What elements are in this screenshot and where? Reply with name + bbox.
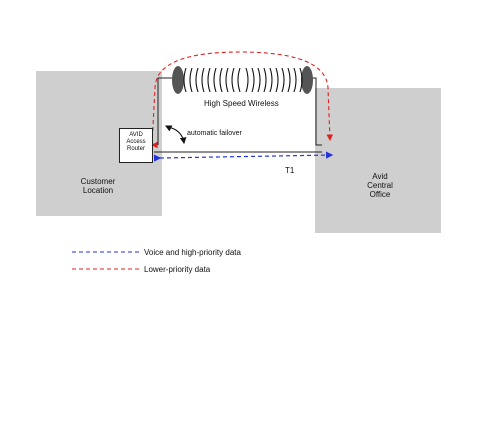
legend-voice-label: Voice and high-priority data <box>144 248 241 257</box>
lower-priority-path <box>151 51 334 146</box>
central-office-block <box>315 88 441 233</box>
radio-waves-icon <box>183 67 303 93</box>
right-dish-icon <box>301 66 313 94</box>
wireless-link-line <box>157 77 178 145</box>
legend-lower-label: Lower-priority data <box>144 265 211 274</box>
central-office-label: Avid Central Office <box>367 172 393 199</box>
failover-arrow-tail <box>165 125 173 132</box>
t1-label: T1 <box>285 166 295 175</box>
access-router: AVID Access Router <box>119 128 153 163</box>
customer-location-label: Customer Location <box>80 177 116 195</box>
failover-arrow <box>167 126 187 145</box>
failover-label: automatic failover <box>187 130 242 137</box>
wireless-label: High Speed Wireless <box>204 99 279 108</box>
router-label: AVID Access Router <box>126 132 146 152</box>
voice-path <box>153 151 334 162</box>
left-dish-icon <box>172 66 184 94</box>
